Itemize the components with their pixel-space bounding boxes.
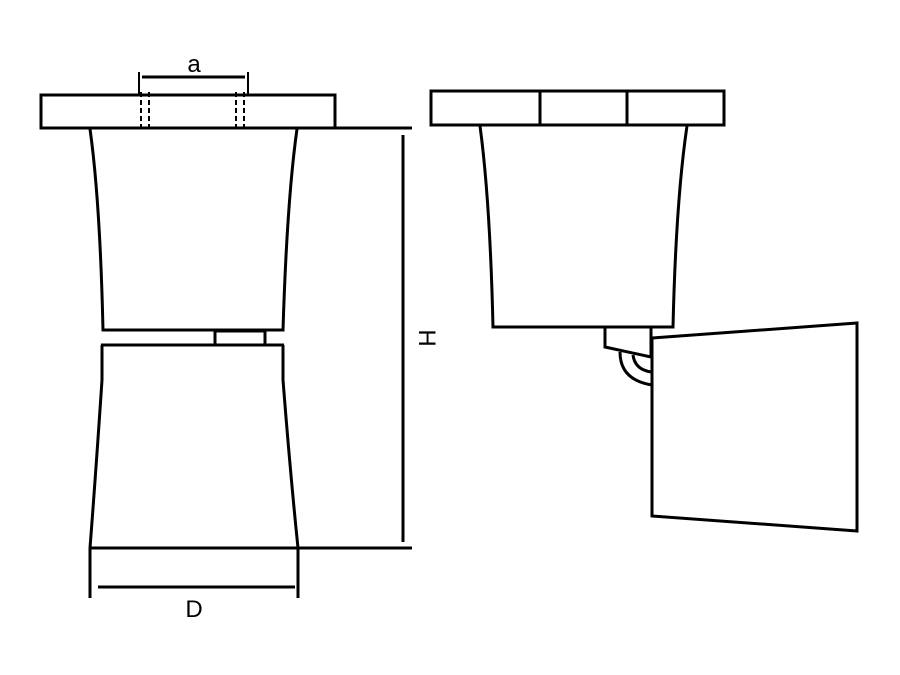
- front-view: a D H: [39, 51, 440, 623]
- dimension-a: a: [138, 51, 249, 95]
- lower-shade-front: [88, 345, 300, 549]
- pivot-bracket: [603, 328, 653, 359]
- dimension-label-H: H: [413, 329, 440, 346]
- ceiling-plate-front: [39, 93, 337, 130]
- tilted-lower-shade: [650, 321, 859, 533]
- joint-connector: [213, 329, 267, 347]
- upper-shade-front: [88, 128, 299, 332]
- dimension-label-a: a: [187, 51, 201, 78]
- pivot-arc-outer: [618, 351, 653, 387]
- side-view: [429, 89, 859, 533]
- pivot-arc-inner: [631, 354, 653, 374]
- dimension-label-D: D: [185, 596, 202, 623]
- mounting-screws: [140, 92, 245, 132]
- ceiling-plate-side: [429, 89, 726, 127]
- dimension-H: H: [335, 126, 440, 542]
- upper-shade-side: [478, 125, 689, 329]
- dimension-D: D: [88, 548, 300, 623]
